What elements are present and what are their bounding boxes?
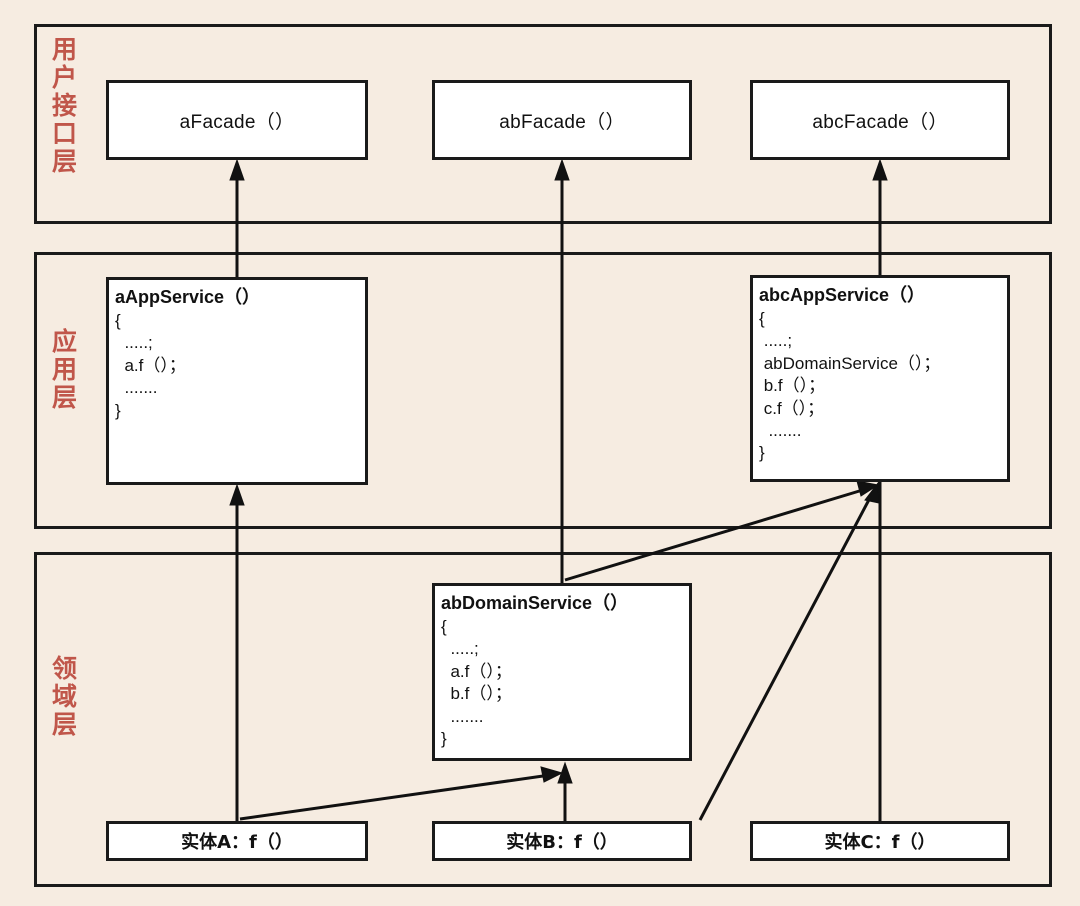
layer-label-char: 应 (51, 327, 78, 356)
box-afacade[interactable]: aFacade（） (106, 80, 368, 160)
layer-label-char: 口 (51, 119, 78, 148)
code-line: .....; (759, 331, 793, 351)
box-entity-c-label: 实体C：f（） (824, 832, 936, 853)
layer-label-char: 层 (51, 710, 78, 739)
box-abfacade-label: abFacade（） (499, 111, 625, 133)
code-line: a.f（）； (441, 661, 512, 681)
box-abfacade[interactable]: abFacade（） (432, 80, 692, 160)
box-entity-a-label: 实体A：f（） (181, 832, 293, 853)
code-line: ....... (441, 706, 484, 726)
code-line: b.f（）； (441, 684, 512, 704)
layer-label-char: 层 (51, 383, 78, 412)
box-entity-c[interactable]: 实体C：f（） (750, 821, 1010, 861)
layer-label-char: 户 (51, 63, 78, 92)
layer-label-char: 层 (51, 147, 78, 176)
code-line: a.f（）； (115, 355, 186, 375)
layer-label-char: 用 (51, 355, 78, 384)
box-abcappservice-title: abcAppService（） (759, 285, 926, 305)
code-line: ....... (759, 420, 802, 440)
code-line: ....... (115, 378, 158, 398)
box-abcappservice[interactable]: abcAppService（） { .....; abDomainService… (750, 275, 1010, 482)
code-line: { (759, 308, 765, 328)
box-abdomainservice-title: abDomainService（） (441, 593, 629, 613)
layer-label-char: 用 (51, 35, 78, 64)
layer-label-char: 领 (51, 654, 78, 683)
box-abcfacade-label: abcFacade（） (812, 111, 948, 133)
layer-label-char: 接 (51, 91, 78, 120)
code-line: { (115, 310, 121, 330)
box-entity-b-label: 实体B：f（） (506, 832, 618, 853)
box-aappservice-title: aAppService（） (115, 287, 261, 307)
code-line: } (115, 400, 121, 420)
code-line: c.f（）； (759, 398, 825, 418)
box-aappservice[interactable]: aAppService（） { .....; a.f（）； .......} (106, 277, 368, 485)
box-afacade-label: aFacade（） (179, 111, 295, 133)
layer-label-domain: 领域层 (48, 655, 82, 739)
code-line: .....; (115, 333, 153, 353)
code-line: { (441, 616, 447, 636)
box-entity-a[interactable]: 实体A：f（） (106, 821, 368, 861)
code-line: } (759, 443, 765, 463)
box-abcappservice-body: { .....; abDomainService（）； b.f（）； c.f（）… (759, 308, 1007, 465)
box-entity-b[interactable]: 实体B：f（） (432, 821, 692, 861)
box-abdomainservice-body: { .....; a.f（）； b.f（）； .......} (441, 616, 689, 751)
layer-label-char: 域 (51, 682, 78, 711)
layer-label-application: 应用层 (48, 328, 82, 412)
box-aappservice-body: { .....; a.f（）； .......} (115, 310, 365, 422)
code-line: .....; (441, 639, 479, 659)
layer-label-user-interface: 用户接口层 (48, 36, 82, 176)
code-line: } (441, 728, 447, 748)
box-abcfacade[interactable]: abcFacade（） (750, 80, 1010, 160)
code-line: b.f（）； (759, 376, 826, 396)
code-line: abDomainService（）； (759, 353, 941, 373)
box-abdomainservice[interactable]: abDomainService（） { .....; a.f（）； b.f（）；… (432, 583, 692, 761)
